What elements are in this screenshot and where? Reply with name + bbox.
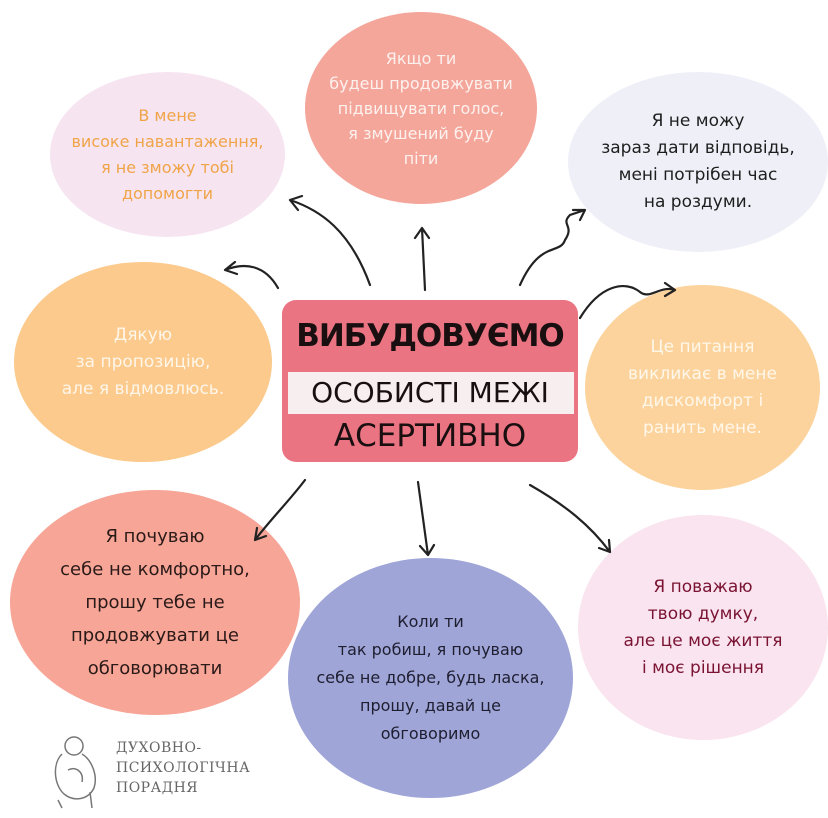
phrase-bubble-my-life: Я поважаю твою думку, але це моє життя і… — [578, 515, 828, 740]
phrase-text: Я почуваю себе не комфортно, прошу тебе … — [60, 526, 250, 679]
arrow-icon — [413, 226, 431, 292]
phrase-bubble-workload: В мене високе навантаження, я не зможу т… — [50, 72, 285, 237]
logo: ДУХОВНО- ПСИХОЛОГІЧНА ПОРАДНЯ — [48, 730, 348, 810]
logo-line-1: ДУХОВНО- — [116, 740, 202, 756]
logo-line-3: ПОРАДНЯ — [116, 780, 199, 796]
arrow-icon — [253, 478, 307, 542]
title-band — [288, 372, 574, 414]
phrase-text: Це питання викликає в мене дискомфорт і … — [628, 336, 777, 438]
arrow-icon — [223, 260, 280, 290]
phrase-bubble-raising-voice: Якщо ти будеш продовжувати підвищувати г… — [305, 12, 537, 204]
phrase-text: Якщо ти будеш продовжувати підвищувати г… — [329, 48, 513, 168]
phrase-bubble-lets-discuss: Коли ти так робиш, я почуваю себе не доб… — [288, 558, 573, 798]
arrow-icon — [528, 483, 612, 554]
arrow-icon — [578, 281, 677, 320]
logo-figure-icon — [54, 736, 96, 809]
phrase-text: Я не можу зараз дати відповідь, мені пот… — [601, 111, 795, 212]
phrase-text: Я поважаю твою думку, але це моє життя і… — [623, 576, 783, 678]
arrow-icon — [416, 480, 436, 557]
title-box: ВИБУДОВУЄМО ОСОБИСТІ МЕЖІ АСЕРТИВНО — [282, 300, 578, 462]
phrase-bubble-need-time: Я не можу зараз дати відповідь, мені пот… — [568, 72, 828, 252]
title-line-3: АСЕРТИВНО — [333, 418, 527, 454]
phrase-text: В мене високе навантаження, я не зможу т… — [71, 105, 264, 203]
title-line-1: ВИБУДОВУЄМО — [296, 318, 565, 354]
phrase-text: Дякую за пропозицію, але я відмовлюсь. — [61, 324, 225, 399]
phrase-bubble-discomfort: Це питання викликає в мене дискомфорт і … — [585, 285, 820, 490]
arrow-icon — [518, 208, 587, 287]
logo-line-2: ПСИХОЛОГІЧНА — [116, 760, 251, 776]
phrase-bubble-decline: Дякую за пропозицію, але я відмовлюсь. — [14, 262, 272, 462]
phrase-bubble-uncomfortable: Я почуваю себе не комфортно, прошу тебе … — [10, 490, 300, 715]
arrow-icon — [288, 194, 372, 287]
title-line-2: ОСОБИСТІ МЕЖІ — [311, 376, 549, 409]
phrase-text: Коли ти так робиш, я почуваю себе не доб… — [316, 612, 545, 743]
